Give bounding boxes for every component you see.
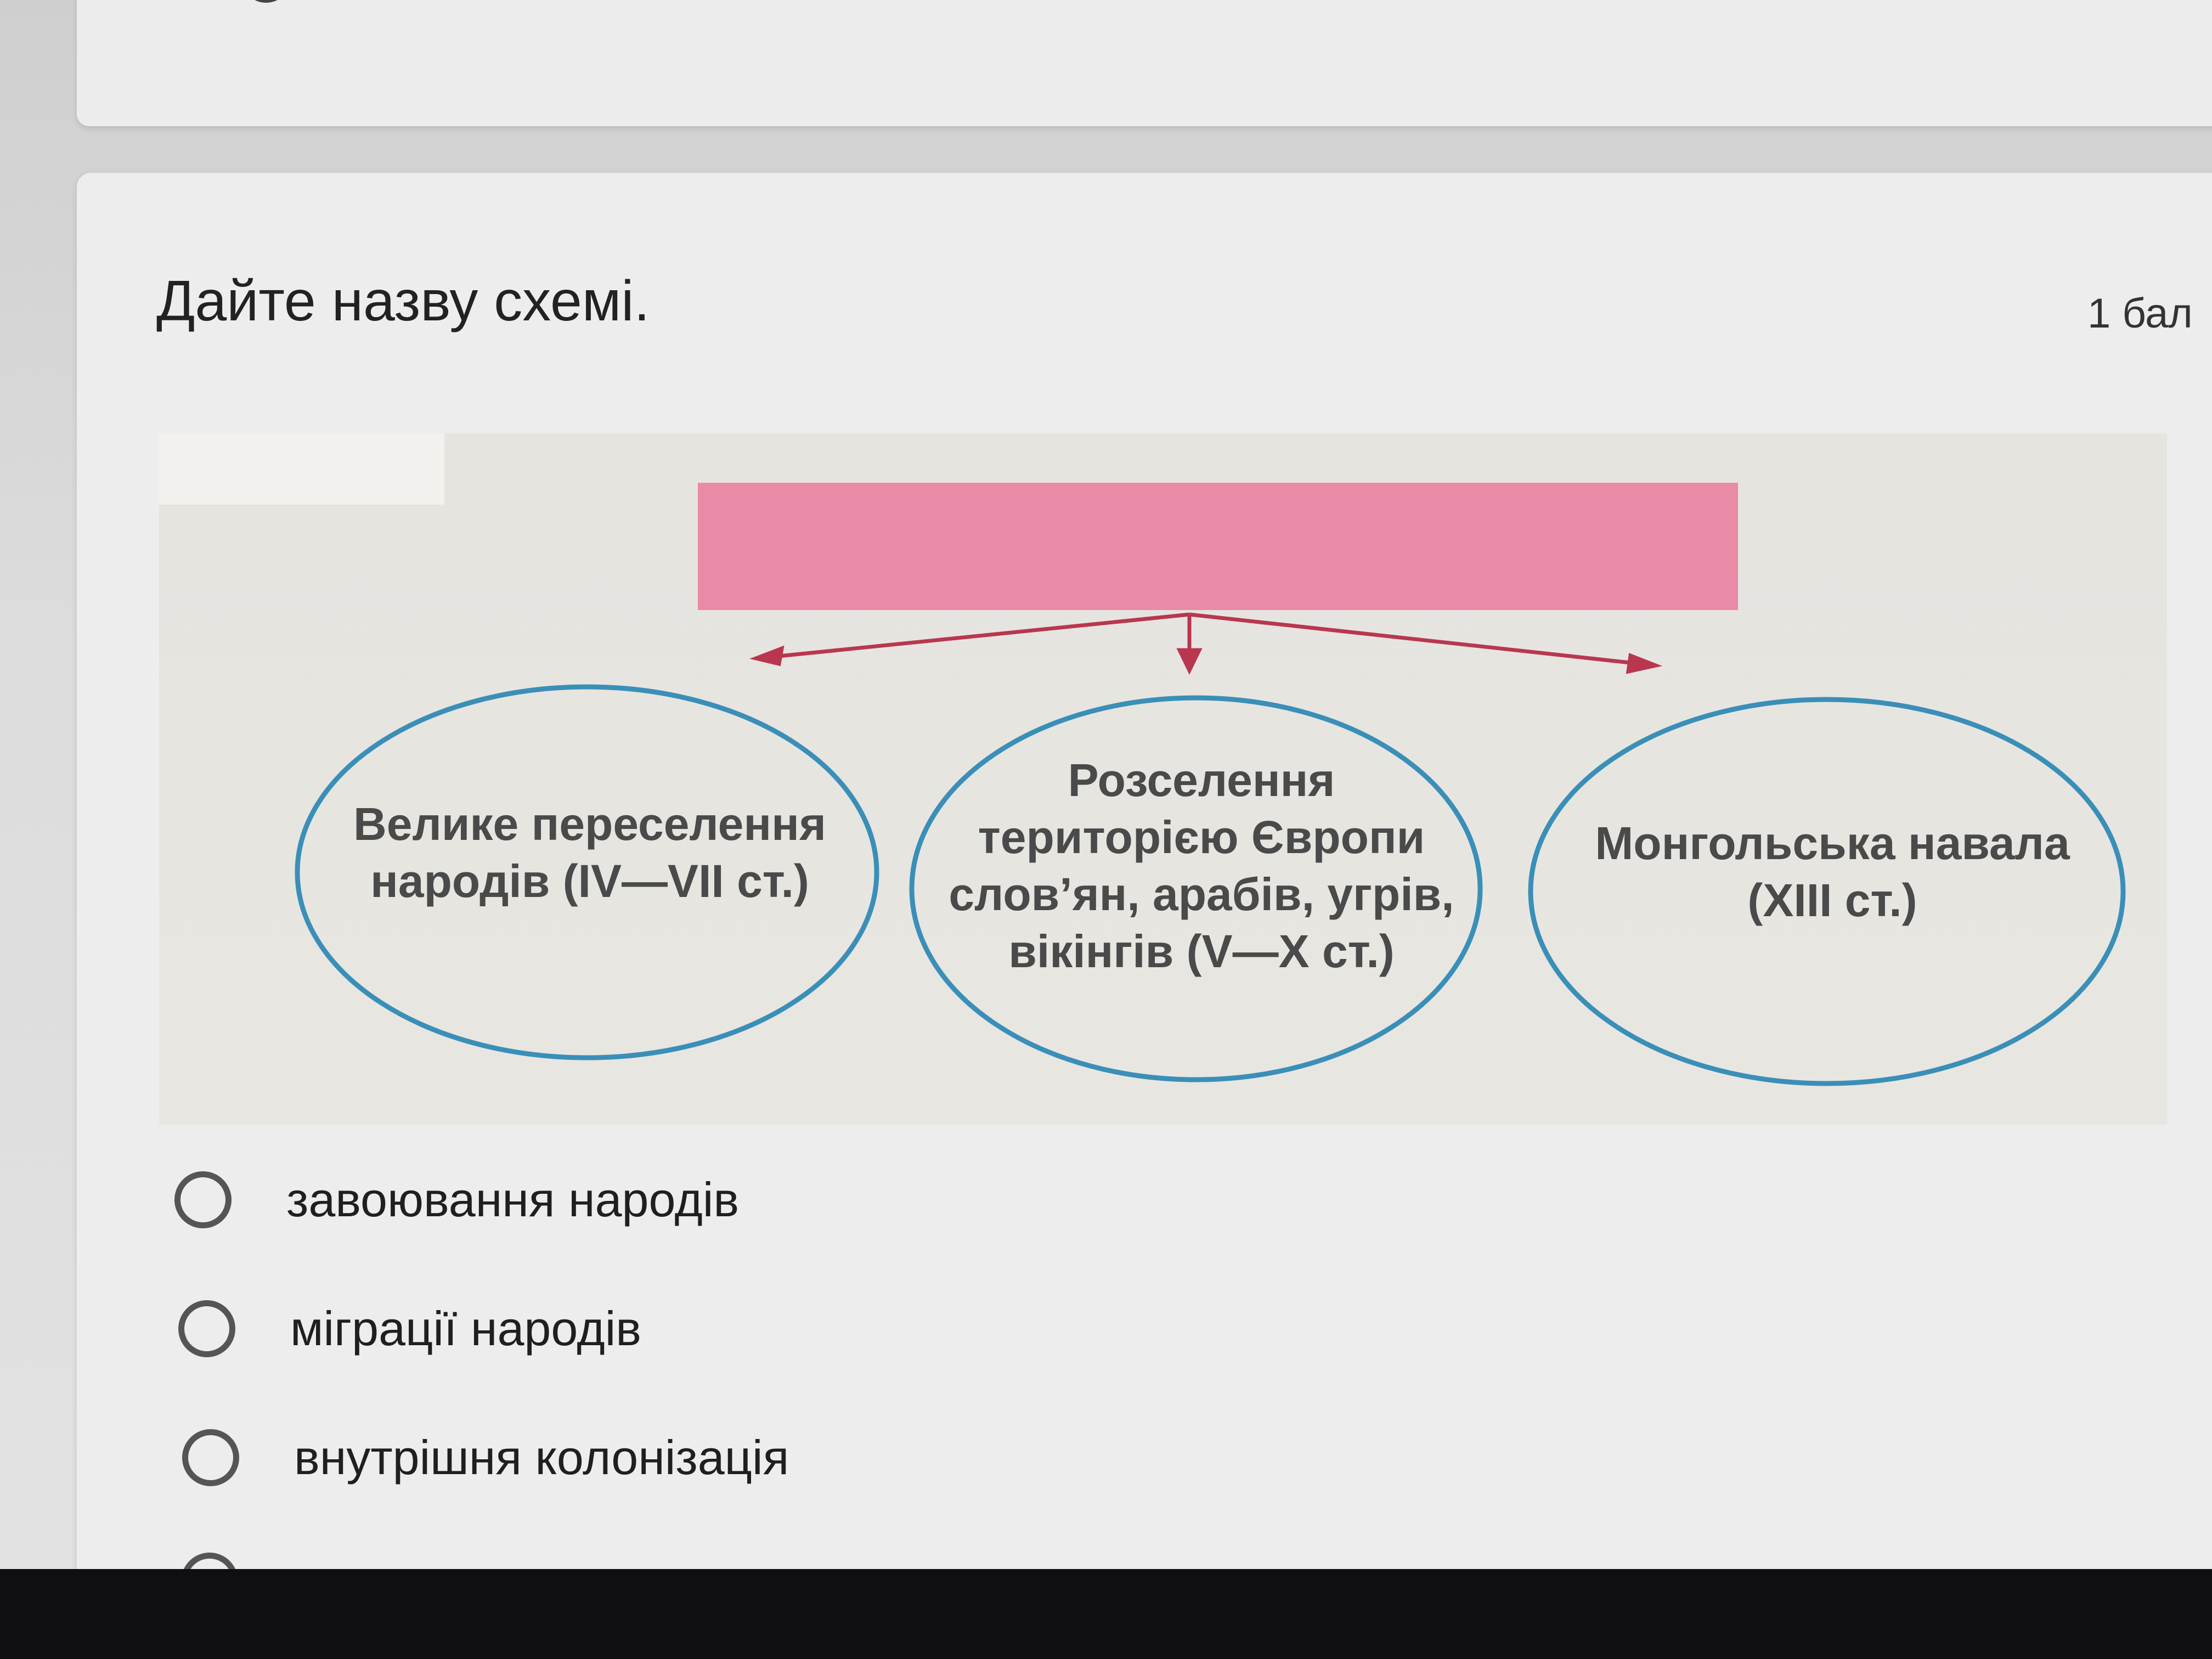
node-ellipse-2 [909, 695, 1483, 1082]
question-title: Дайте назву схемі. [156, 269, 650, 333]
option-2[interactable]: міграції народів [178, 1300, 641, 1357]
radio-button-1[interactable] [174, 1171, 232, 1228]
node-text-2: Розселення територією Європи слов’ян, ар… [949, 754, 1454, 977]
node-text-3: Монгольська навала (XIII ст.) [1595, 817, 2070, 926]
option-label-2: міграції народів [290, 1301, 642, 1356]
option-label-3: внутрішня колонізація [294, 1430, 789, 1485]
previous-question-card [77, 0, 2212, 126]
node-ellipse-3 [1528, 697, 2126, 1086]
diagram-title-box [698, 483, 1738, 610]
option-1[interactable]: завоювання народів [174, 1171, 739, 1228]
radio-button-2[interactable] [178, 1300, 235, 1357]
node-ellipse-1 [295, 684, 879, 1060]
option-3[interactable]: внутрішня колонізація [182, 1429, 789, 1486]
option-label-1: завоювання народів [286, 1172, 740, 1227]
arrows [749, 612, 1663, 675]
radio-button-3[interactable] [182, 1429, 239, 1486]
node-text-1: Велике переселення народів (IV—VII ст.) [353, 798, 826, 907]
screen-bezel [0, 1569, 2212, 1659]
points-label: 1 бал [2087, 290, 2193, 337]
